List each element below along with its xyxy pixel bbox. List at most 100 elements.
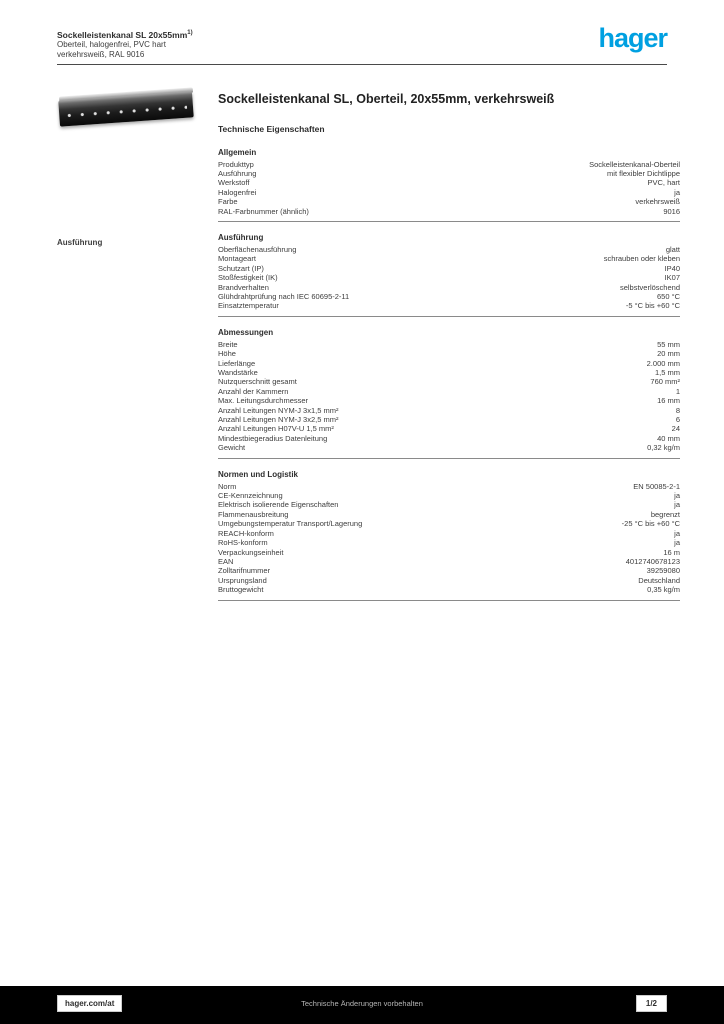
spec-section-header: Allgemein: [218, 148, 257, 157]
spec-row-label: Lieferlänge: [218, 358, 256, 368]
margin-label: Ausführung: [57, 238, 103, 247]
spec-row-label: Höhe: [218, 349, 236, 359]
spec-row-label: Wandstärke: [218, 368, 258, 377]
section-subtitle: Technische Eigenschaften: [218, 124, 325, 134]
spec-row: Glühdrahtprüfung nach IEC 60695-2-11 650 …: [218, 292, 680, 301]
footer-page-number: 1/2: [635, 995, 667, 1012]
spec-row: Stoßfestigkeit (IK)IK07: [218, 273, 680, 283]
spec-row: Farbe verkehrsweiß: [218, 197, 680, 207]
spec-row-value: 1,5 mm: [654, 368, 680, 377]
spec-row-label: Schutzart (IP): [218, 263, 264, 273]
spec-row-value: 0,32 kg/m: [647, 443, 680, 453]
spec-row-label: Anzahl Leitungen NYM-J 3x2,5 mm²: [218, 415, 339, 425]
spec-row: Mindestbiegeradius Datenleitung 40 mm: [218, 434, 680, 443]
spec-row: Einsatztemperatur-5 °C bis +60 °C: [218, 301, 680, 311]
spec-row: Umgebungstemperatur Transport/Lagerung -2…: [218, 519, 680, 529]
spec-row-value: 16 m: [663, 547, 680, 557]
spec-row-value: mit flexibler Dichtlippe: [607, 168, 680, 178]
spec-row-label: Anzahl Leitungen NYM-J 3x1,5 mm²: [218, 405, 339, 415]
product-photo: [57, 87, 197, 128]
spec-row-label: Flammenausbreitung: [218, 509, 289, 519]
spec-row-label: Montageart: [218, 254, 256, 264]
spec-row: Brandverhalten selbstverlöschend: [218, 283, 680, 292]
spec-row: Verpackungseinheit 16 m: [218, 548, 680, 557]
page-title: Sockelleistenkanal SL, Oberteil, 20x55mm…: [218, 92, 555, 106]
spec-row: Werkstoff PVC, hart: [218, 178, 680, 188]
spec-row: RAL-Farbnummer (ähnlich) 9016: [218, 207, 680, 216]
spec-section-header: Normen und Logistik: [218, 470, 298, 480]
footer-website-link[interactable]: hager.com/at: [57, 995, 123, 1012]
spec-row-value: 760 mm²: [650, 377, 680, 387]
spec-row-label: Mindestbiegeradius Datenleitung: [218, 433, 328, 443]
spec-row-label: Zolltarifnummer: [218, 566, 271, 576]
spec-row-label: REACH-konform: [218, 528, 274, 538]
spec-section-header: Abmessungen: [218, 328, 274, 338]
spec-row-label: Verpackungseinheit: [218, 547, 284, 557]
spec-row: Gewicht 0,32 kg/m: [218, 443, 680, 453]
spec-row: Nutzquerschnitt gesamt 760 mm²: [218, 377, 680, 387]
spec-row-label: Gewicht: [218, 443, 246, 453]
spec-row-label: Glühdrahtprüfung nach IEC 60695-2-11: [218, 291, 350, 301]
spec-row-value: 650 °C: [656, 291, 680, 301]
spec-row-label: Werkstoff: [218, 178, 250, 188]
spec-row-value: -25 °C bis +60 °C: [621, 519, 680, 529]
spec-row-label: Bruttogewicht: [218, 585, 264, 595]
spec-row-label: Anzahl der Kammern: [218, 386, 289, 396]
spec-row-value: 40 mm: [657, 433, 680, 443]
spec-row-label: RAL-Farbnummer (ähnlich): [218, 206, 309, 216]
spec-row-label: Brandverhalten: [218, 282, 269, 292]
spec-row: Höhe 20 mm: [218, 349, 680, 359]
header-product-code: Sockelleistenkanal SL 20x55mm1): [57, 28, 277, 40]
spec-row-label: Farbe: [218, 197, 238, 207]
spec-row-value: 1: [675, 386, 680, 396]
spec-row-label: CE-Kennzeichnung: [218, 491, 283, 501]
spec-row-value: IK07: [664, 273, 680, 283]
spec-row: EAN 4012740678123: [218, 557, 680, 566]
spec-row-value: PVC, hart: [647, 178, 680, 188]
spec-row: Schutzart (IP) IP40: [218, 264, 680, 273]
spec-row-value: 16 mm: [657, 396, 680, 406]
spec-row-value: glatt: [665, 244, 680, 254]
spec-row: Oberflächenausführung glatt: [218, 245, 680, 254]
header-divider: [57, 64, 667, 65]
spec-row-value: 20 mm: [657, 349, 680, 359]
main-column: Sockelleistenkanal SL, Oberteil, 20x55mm…: [218, 92, 680, 612]
spec-row: Norm EN 50085-2-1: [218, 482, 680, 491]
spec-row-value: 2.000 mm: [646, 358, 680, 368]
spec-row-label: Produkttyp: [218, 159, 254, 169]
spec-row-label: Umgebungstemperatur Transport/Lagerung: [218, 519, 363, 529]
spec-row-label: Einsatztemperatur: [218, 301, 279, 311]
footer-band: hager.com/at Technische Änderungen vorbe…: [0, 986, 724, 1024]
spec-row-value: EN 50085-2-1: [633, 481, 680, 491]
spec-row-label: Breite: [218, 339, 238, 349]
spec-row-label: Oberflächenausführung: [218, 244, 297, 254]
header-product-line3: verkehrsweiß, RAL 9016: [57, 49, 145, 59]
spec-row-label: Halogenfrei: [218, 187, 257, 197]
spec-row: Lieferlänge 2.000 mm: [218, 359, 680, 368]
spec-row-label: EAN: [218, 556, 234, 566]
spec-row-value: 4012740678123: [625, 556, 680, 566]
spec-row-label: Norm: [218, 481, 237, 491]
spec-row-value: 55 mm: [657, 339, 680, 349]
spec-row-value: schrauben oder kleben: [603, 254, 680, 264]
spec-row-label: Nutzquerschnitt gesamt: [218, 377, 297, 387]
spec-row-value: 9016: [663, 206, 680, 216]
spec-row-value: verkehrsweiß: [635, 197, 680, 207]
spec-row-value: ja: [674, 187, 680, 197]
spec-row-value: IP40: [664, 263, 680, 273]
spec-row-label: Ausführung: [218, 168, 257, 178]
spec-row-value: selbstverlöschend: [619, 282, 680, 292]
